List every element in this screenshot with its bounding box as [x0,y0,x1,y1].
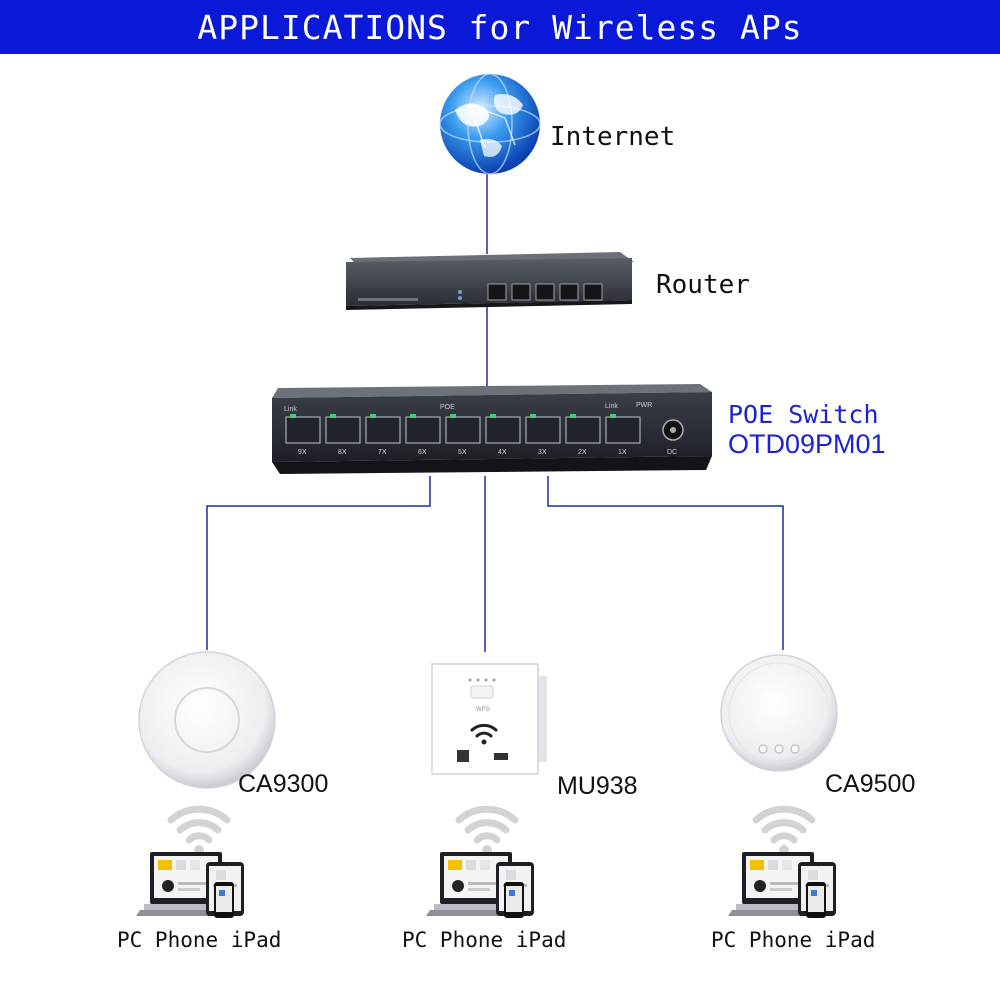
ap-center-label: MU938 [557,772,638,800]
ap-right-label: CA9500 [825,770,916,798]
connector-lines [206,168,784,652]
switch-port-label: 5X [458,449,467,456]
page-title: APPLICATIONS for Wireless APs [197,8,803,47]
switch-port-label: 3X [538,449,547,456]
switch-port-label: 7X [378,449,387,456]
switch-poe-label: POE [440,404,455,411]
switch-link2-label: Link [605,403,618,410]
router-icon [346,252,634,310]
switch-port-label: 4X [498,449,507,456]
header-bar [0,0,1000,54]
wifi-icon [171,809,227,855]
switch-port-label: 2X [578,449,587,456]
client-center-label: PC Phone iPad [402,928,567,952]
globe-icon [439,73,541,175]
wifi-icon [756,809,812,855]
switch-model-label: OTD09PM01 [728,429,886,459]
client-left-label: PC Phone iPad [117,928,282,952]
switch-port-label: 6X [418,449,427,456]
client-devices-icon [426,852,534,918]
switch-port-label: 1X [618,449,627,456]
internet-label: Internet [550,122,676,152]
switch-port-label: 9X [298,449,307,456]
switch-link-label: Link [284,406,297,413]
wall-ap-icon [431,663,547,775]
client-devices-icon [728,852,836,918]
wifi-icon [459,809,515,855]
switch-ap-right-link [547,476,784,650]
switch-label: POE Switch [728,400,879,429]
router-label: Router [656,270,750,300]
poe-switch-icon [272,384,712,474]
switch-dc-label: DC [667,449,677,456]
switch-ap-left-link [206,476,431,650]
ap-left-label: CA9300 [238,770,329,798]
ceiling-ap-icon [720,654,838,772]
wps-label: WPS [476,707,490,713]
client-right-label: PC Phone iPad [711,928,876,952]
client-devices-icon [136,852,244,918]
ceiling-ap-icon [138,651,276,789]
switch-pwr-label: PWR [636,402,652,409]
switch-port-label: 8X [338,449,347,456]
